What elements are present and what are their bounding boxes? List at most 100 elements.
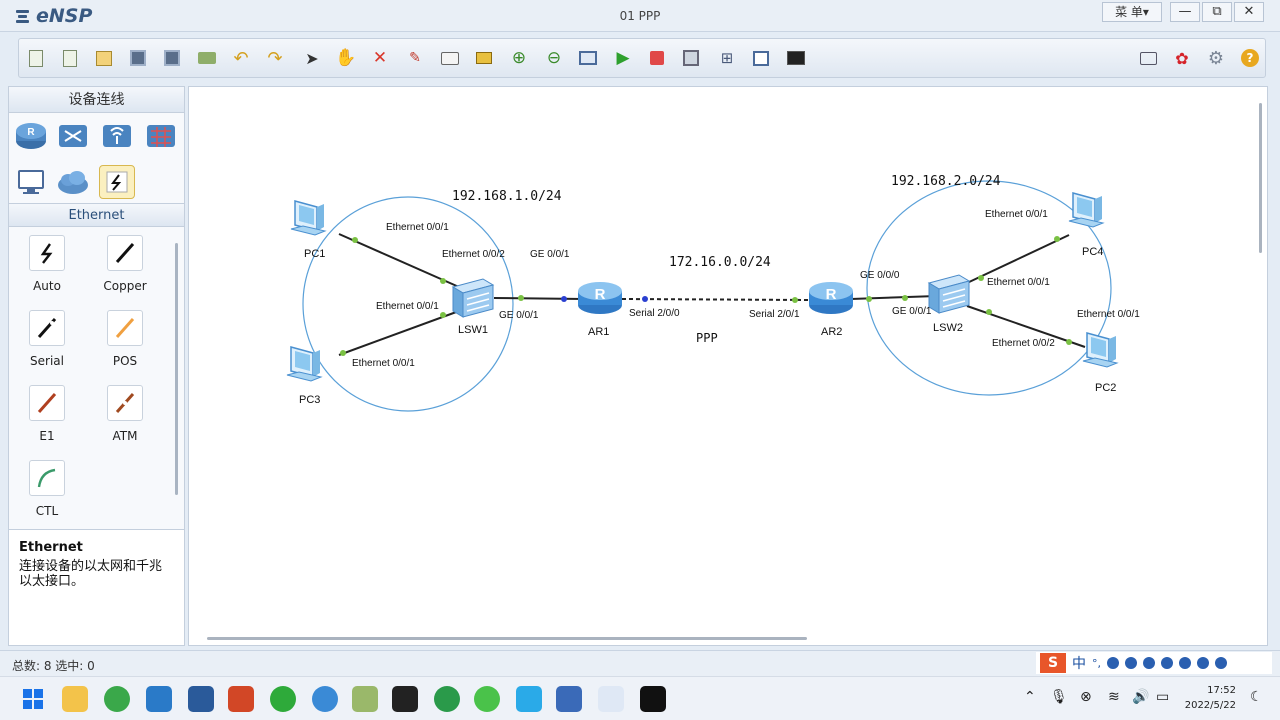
minimize-button[interactable]: — (1170, 2, 1200, 22)
open-icon[interactable] (93, 47, 115, 69)
router-icon[interactable]: R (13, 119, 49, 153)
topology-icon[interactable]: ⊞ (720, 49, 734, 67)
canvas-vscrollbar[interactable] (1259, 103, 1262, 253)
notes-icon[interactable] (352, 686, 378, 712)
browser-icon[interactable] (104, 686, 130, 712)
pc2-label[interactable]: PC2 (1095, 382, 1117, 394)
powerpoint-icon[interactable] (228, 686, 254, 712)
redo-icon[interactable]: ↷ (267, 47, 283, 69)
ime-language[interactable]: 中 (1072, 656, 1086, 672)
battery-icon[interactable]: ▭ (1156, 689, 1170, 705)
restore-button[interactable]: ⧉ (1202, 2, 1232, 22)
zoom-out-icon[interactable]: ⊖ (546, 48, 562, 68)
capcut-icon[interactable] (640, 686, 666, 712)
serial-cable-icon (29, 310, 65, 346)
switch-icon[interactable] (55, 119, 91, 153)
fit-window-icon[interactable] (577, 47, 599, 69)
topology-canvas[interactable]: R (188, 86, 1268, 646)
blue-app-icon[interactable] (516, 686, 542, 712)
ime-toolbar[interactable]: S 中 °, (1036, 652, 1272, 674)
sogou-icon[interactable]: S (1040, 653, 1066, 673)
lsw2-label[interactable]: LSW2 (933, 322, 963, 334)
notification-icon[interactable]: ☾ (1250, 689, 1263, 705)
pc-terminal-icon[interactable] (13, 165, 49, 199)
ensp-app-icon[interactable] (188, 686, 214, 712)
cable-ctl[interactable]: CTL (17, 460, 77, 518)
print-icon[interactable] (196, 47, 218, 69)
new-wizard-icon[interactable] (59, 47, 81, 69)
capture-icon[interactable] (680, 47, 702, 69)
close-circle-icon[interactable]: ⊗ (1080, 689, 1092, 705)
cable-copper[interactable]: Copper (95, 235, 155, 293)
rectangle-icon[interactable] (473, 47, 495, 69)
network-label-left: 192.168.1.0/24 (452, 189, 562, 204)
skin-icon[interactable] (1179, 657, 1191, 669)
green-app-icon[interactable] (270, 686, 296, 712)
cable-e1[interactable]: E1 (17, 385, 77, 443)
close-button[interactable]: ✕ (1234, 2, 1264, 22)
tools-icon[interactable] (1197, 657, 1209, 669)
keyboard-icon[interactable] (1143, 657, 1155, 669)
start-device-icon[interactable]: ▶ (616, 48, 630, 68)
select-icon[interactable]: ➤ (305, 48, 319, 68)
globe-icon[interactable] (312, 686, 338, 712)
microphone-icon[interactable]: 🎙 (1050, 689, 1068, 705)
pc4-label[interactable]: PC4 (1082, 246, 1104, 258)
terminal-icon[interactable] (392, 686, 418, 712)
save-as-icon[interactable] (161, 47, 183, 69)
delete-icon[interactable]: ✕ (372, 48, 388, 68)
ensp-logo-icon[interactable] (598, 686, 624, 712)
text-note-icon[interactable] (439, 47, 461, 69)
firewall-icon[interactable] (143, 119, 179, 153)
connection-icon[interactable] (99, 165, 135, 199)
zoom-in-icon[interactable]: ⊕ (511, 48, 527, 68)
app-window-icon[interactable] (146, 686, 172, 712)
panel-scrollbar[interactable] (175, 243, 178, 495)
pan-hand-icon[interactable]: ✋ (335, 48, 357, 68)
clock[interactable]: 17:52 2022/5/22 (1185, 683, 1236, 713)
link-ar1-ar2 (621, 298, 812, 301)
ime-punct[interactable]: °, (1092, 656, 1101, 670)
emoji-icon[interactable] (1107, 657, 1119, 669)
canvas-hscrollbar[interactable] (207, 637, 807, 640)
atm-cable-icon (107, 385, 143, 421)
ar2-label[interactable]: AR2 (821, 326, 843, 338)
save-icon[interactable] (127, 47, 149, 69)
file-explorer-icon[interactable] (62, 686, 88, 712)
pc3-label[interactable]: PC3 (299, 394, 321, 406)
wifi-icon[interactable]: ≋ (1108, 689, 1120, 705)
ar1-label[interactable]: AR1 (588, 326, 610, 338)
cable-auto[interactable]: Auto (17, 235, 77, 293)
earth-app-icon[interactable] (434, 686, 460, 712)
huawei-icon[interactable]: ✿ (1175, 48, 1189, 68)
stop-device-icon[interactable] (646, 47, 668, 69)
cloud-icon[interactable] (55, 165, 91, 199)
settings-icon[interactable]: ⚙ (1207, 47, 1225, 69)
doc-app-icon[interactable] (556, 686, 582, 712)
console-icon[interactable] (785, 47, 807, 69)
menu-grid-icon[interactable] (1215, 657, 1227, 669)
help-icon[interactable]: ? (1239, 47, 1261, 69)
menu-button[interactable]: 菜 单▾ (1102, 2, 1162, 22)
network-circle-left (302, 196, 514, 412)
wechat-icon[interactable] (474, 686, 500, 712)
interface-label: Ethernet 0/0/2 (992, 338, 1055, 349)
cable-atm[interactable]: ATM (95, 385, 155, 443)
pc1-label[interactable]: PC1 (304, 248, 326, 260)
volume-icon[interactable]: 🔊 (1132, 689, 1150, 705)
wireless-icon[interactable] (99, 119, 135, 153)
chat-icon[interactable] (1137, 47, 1159, 69)
lsw2-device (928, 274, 970, 314)
app-logo: eNSP (14, 5, 92, 27)
chevron-up-icon[interactable]: ⌃ (1024, 689, 1036, 705)
lsw1-label[interactable]: LSW1 (458, 324, 488, 336)
grid-tools-icon[interactable] (1161, 657, 1173, 669)
windows-start-icon[interactable] (20, 686, 46, 712)
undo-icon[interactable]: ↶ (233, 47, 249, 69)
new-topology-icon[interactable] (25, 47, 47, 69)
grid-icon[interactable] (750, 47, 772, 69)
cable-serial[interactable]: Serial (17, 310, 77, 368)
delete-link-icon[interactable]: ✎ (409, 50, 421, 66)
cable-pos[interactable]: POS (95, 310, 155, 368)
voice-icon[interactable] (1125, 657, 1137, 669)
